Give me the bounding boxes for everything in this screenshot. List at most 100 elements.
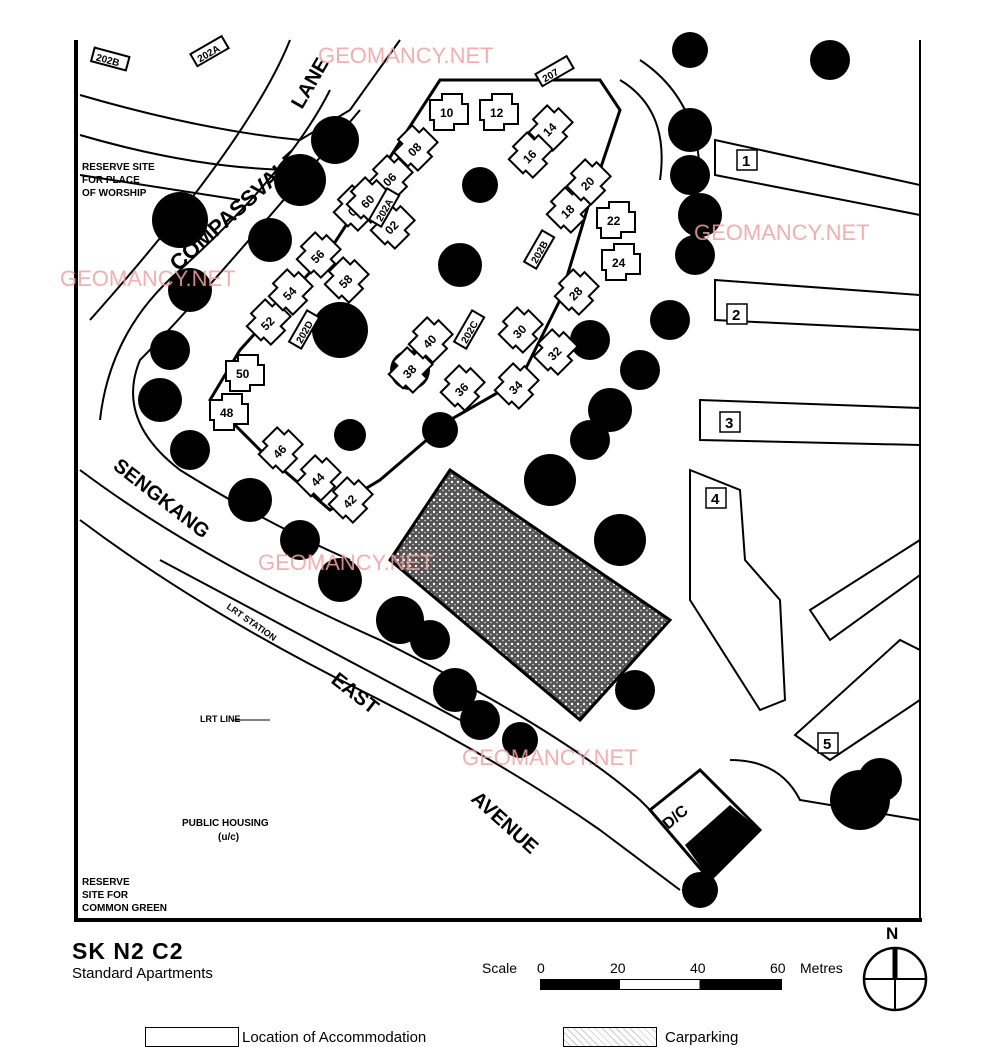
apartment-block[interactable]: 28 bbox=[551, 265, 603, 317]
tree-icon bbox=[150, 330, 190, 370]
legend-label-accommodation: Location of Accommodation bbox=[242, 1029, 427, 1046]
apartment-block[interactable]: 54 bbox=[265, 265, 317, 317]
apartment-block[interactable]: 50 bbox=[225, 354, 265, 392]
apartment-block[interactable]: 08 bbox=[390, 121, 442, 173]
site-plan-map: 1 2 3 4 5 D/C 02040608101214161820222428… bbox=[60, 32, 922, 922]
lrt-line-label: LRT LINE bbox=[200, 714, 241, 724]
reserve-worship-line2: FOR PLACE bbox=[82, 175, 140, 186]
tree-icon bbox=[678, 193, 722, 237]
public-housing-note: (u/c) bbox=[218, 832, 239, 843]
block-code-tag: 202B bbox=[89, 46, 131, 72]
apartment-block[interactable]: 10 bbox=[429, 93, 469, 131]
apartment-block[interactable]: 12 bbox=[479, 93, 519, 131]
scale-tick-0: 0 bbox=[537, 960, 545, 976]
north-label: N bbox=[886, 924, 899, 943]
tree-icon bbox=[620, 350, 660, 390]
public-housing-label: PUBLIC HOUSING bbox=[182, 818, 269, 829]
tree-icon bbox=[462, 167, 498, 203]
tree-icon bbox=[675, 235, 715, 275]
north-arrow: N bbox=[862, 924, 930, 1014]
dc-building: D/C bbox=[647, 767, 763, 883]
apartment-block[interactable]: 38 bbox=[385, 343, 437, 395]
apartment-block[interactable]: 46 bbox=[255, 423, 307, 475]
building-2-label: 2 bbox=[732, 307, 740, 324]
estate-perimeter bbox=[208, 78, 622, 512]
tree-icon bbox=[334, 419, 366, 451]
apartment-block[interactable]: 52 bbox=[243, 295, 295, 347]
scale-tick-40: 40 bbox=[690, 960, 706, 976]
tree-icon bbox=[810, 40, 850, 80]
tree-icon bbox=[228, 478, 272, 522]
apartment-block[interactable]: 40 bbox=[405, 313, 457, 365]
block-code-tag: 202B bbox=[522, 229, 556, 270]
scale-tick-60: 60 bbox=[770, 960, 786, 976]
tree-icon bbox=[438, 243, 482, 287]
tree-icon bbox=[670, 155, 710, 195]
tree-icon bbox=[280, 520, 320, 560]
apartment-block[interactable]: 20 bbox=[563, 155, 615, 207]
tree-icon bbox=[650, 300, 690, 340]
legend-swatch-accommodation bbox=[145, 1027, 239, 1047]
legend-label-carparking: Carparking bbox=[665, 1029, 739, 1046]
apartment-block[interactable]: 16 bbox=[505, 128, 557, 180]
block-number: 22 bbox=[607, 214, 621, 228]
neighbour-blocks bbox=[689, 138, 921, 762]
plan-code: SK N2 C2 bbox=[72, 938, 184, 964]
reserve-worship-line3: OF WORSHIP bbox=[82, 188, 147, 199]
apartment-block[interactable]: 48 bbox=[209, 393, 249, 431]
road-label-east: EAST bbox=[327, 669, 383, 719]
apartment-block[interactable]: 30 bbox=[495, 303, 547, 355]
neighbour-block-labels: 1 2 3 4 5 bbox=[705, 149, 839, 754]
apartment-block[interactable]: 58 bbox=[321, 253, 373, 305]
tree-icon bbox=[170, 430, 210, 470]
tree-icon bbox=[858, 758, 902, 802]
road-label-avenue: AVENUE bbox=[467, 787, 543, 858]
building-5-label: 5 bbox=[823, 736, 831, 753]
scale-unit: Metres bbox=[800, 960, 843, 976]
apartment-block[interactable]: 24 bbox=[601, 243, 641, 281]
apartment-block[interactable]: 42 bbox=[325, 473, 377, 525]
apartment-block[interactable]: 44 bbox=[293, 451, 345, 503]
block-code-tag: 202A bbox=[367, 187, 401, 228]
multi-storey-carpark bbox=[388, 467, 673, 723]
legend-swatch-carparking bbox=[563, 1027, 657, 1047]
reserve-green-line1: RESERVE bbox=[82, 877, 130, 888]
watermark: GEOMANCY.NET bbox=[462, 745, 638, 770]
tree-icon bbox=[248, 218, 292, 262]
reserve-green-line2: SITE FOR bbox=[82, 890, 129, 901]
building-3-label: 3 bbox=[725, 415, 733, 432]
tree-icon bbox=[422, 412, 458, 448]
tree-icon bbox=[460, 700, 500, 740]
tree-icon bbox=[570, 420, 610, 460]
building-1-label: 1 bbox=[742, 153, 750, 170]
reserve-green-line3: COMMON GREEN bbox=[82, 903, 167, 914]
tree-icon bbox=[682, 872, 718, 908]
apartment-block[interactable]: 56 bbox=[293, 228, 345, 280]
apartment-block[interactable]: 32 bbox=[530, 325, 582, 377]
block-number: 12 bbox=[490, 106, 504, 120]
building-4-label: 4 bbox=[711, 491, 720, 508]
block-code-tag: 207 bbox=[534, 54, 575, 88]
tree-icon bbox=[433, 668, 477, 712]
tree-icon bbox=[152, 192, 208, 248]
tree-icon bbox=[668, 108, 712, 152]
watermark: GEOMANCY.NET bbox=[60, 266, 236, 291]
plan-subtitle: Standard Apartments bbox=[72, 965, 213, 982]
reserve-worship-line1: RESERVE SITE bbox=[82, 162, 155, 173]
watermark: GEOMANCY.NET bbox=[258, 550, 434, 575]
apartment-block[interactable]: 34 bbox=[491, 359, 543, 411]
tree-icon bbox=[502, 722, 538, 758]
block-number: 48 bbox=[220, 406, 234, 420]
apartment-block[interactable]: 36 bbox=[437, 361, 489, 413]
tree-icon bbox=[318, 558, 362, 602]
tree-icon bbox=[138, 378, 182, 422]
tree-icon bbox=[588, 388, 632, 432]
block-number: 10 bbox=[440, 106, 454, 120]
tree-icon bbox=[311, 116, 359, 164]
block-number: 50 bbox=[236, 367, 250, 381]
apartment-block[interactable]: 22 bbox=[596, 201, 636, 239]
tree-icon bbox=[594, 514, 646, 566]
tree-icon bbox=[615, 670, 655, 710]
tree-icon bbox=[524, 454, 576, 506]
